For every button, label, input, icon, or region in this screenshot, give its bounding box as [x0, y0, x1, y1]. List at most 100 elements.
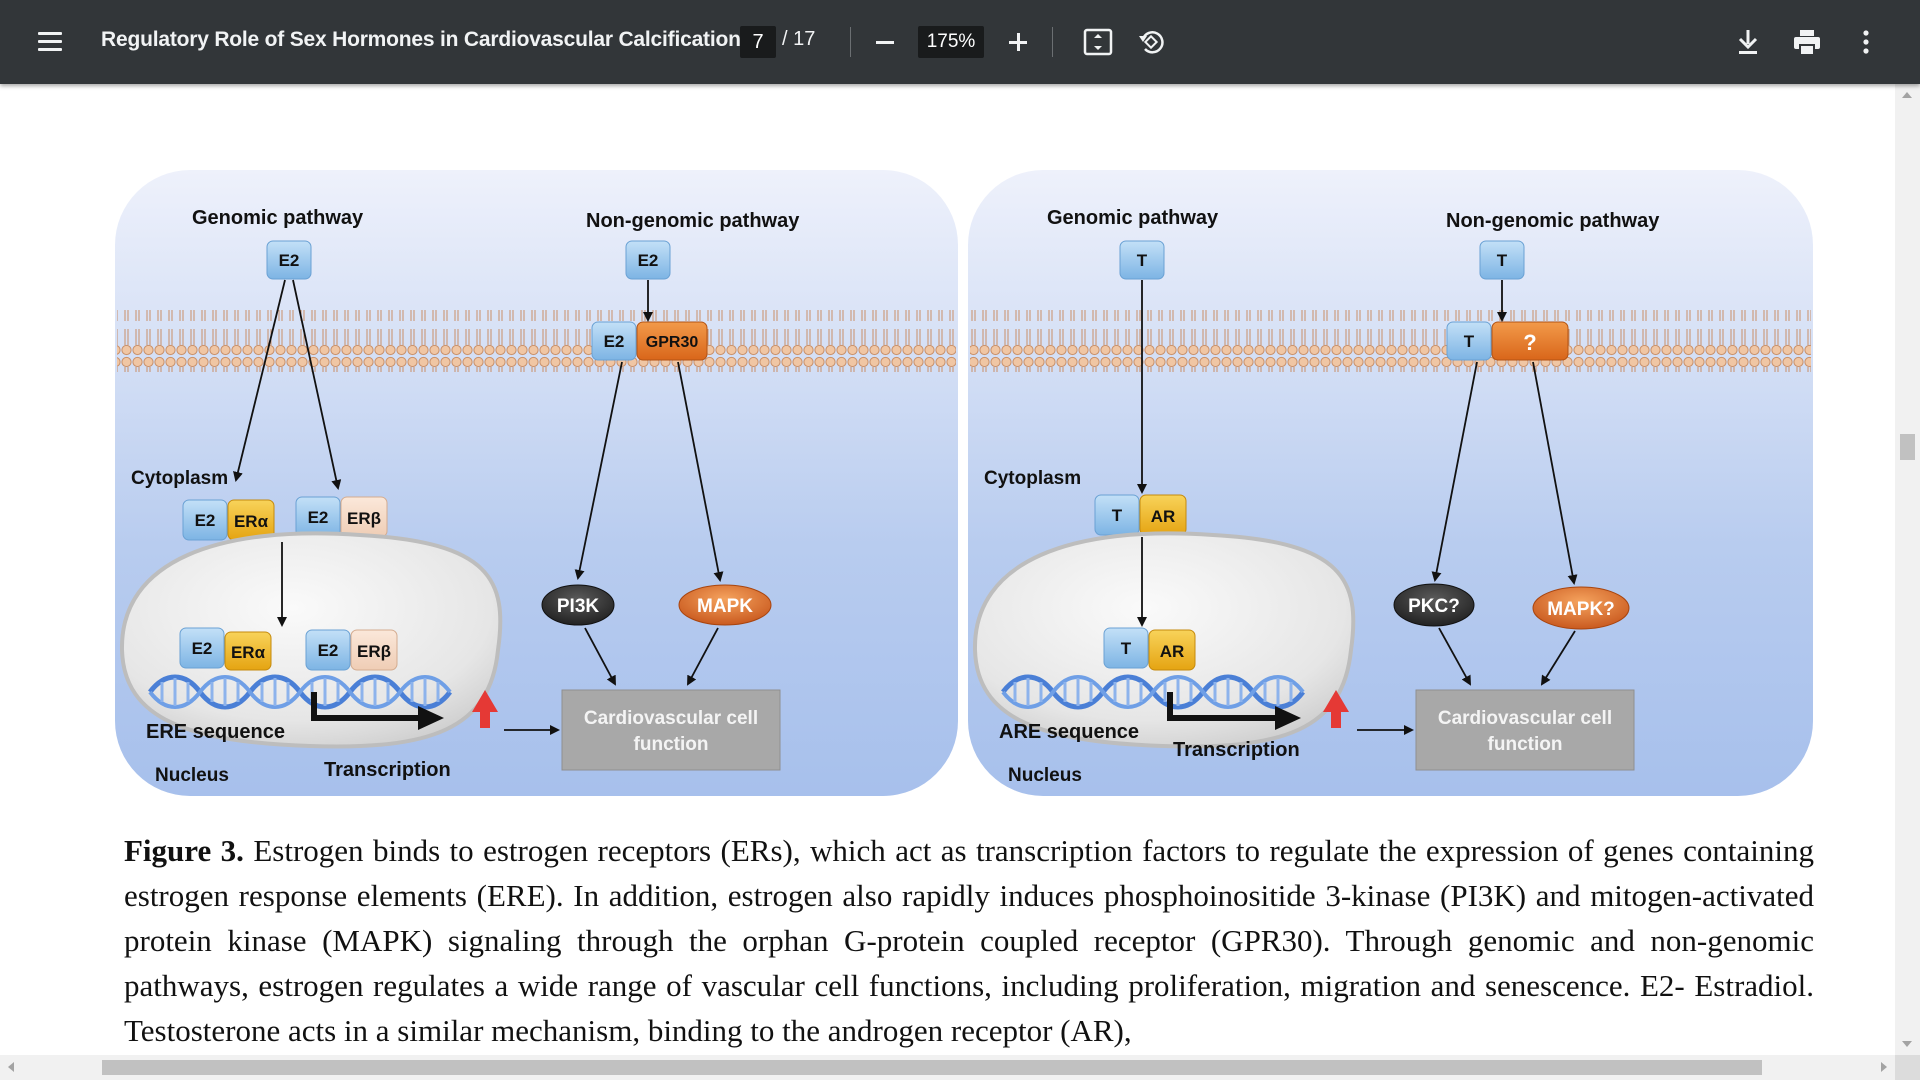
zoom-in-icon[interactable] [1003, 26, 1033, 58]
cytoplasm-label: Cytoplasm [984, 468, 1081, 489]
transcription-arrow-head [1275, 706, 1301, 730]
ar-label: AR [1151, 507, 1176, 526]
genomic-pathway-title: Genomic pathway [1047, 207, 1219, 229]
non-genomic-pathway-title: Non-genomic pathway [586, 210, 800, 232]
document-title: Regulatory Role of Sex Hormones in Cardi… [101, 28, 741, 51]
ar-receptor [1148, 629, 1196, 671]
er-alpha-label: ERα [234, 512, 269, 531]
dna-helix-graphic [1001, 674, 1305, 710]
transcription-arrow [1167, 692, 1277, 721]
gpr30-label: GPR30 [646, 334, 699, 351]
pkc-kinase [1393, 583, 1475, 627]
mapk-kinase [1532, 586, 1630, 630]
t-label: T [1497, 251, 1508, 270]
vertical-scrollbar[interactable] [1895, 84, 1920, 1055]
pi3k-label: PI3K [557, 596, 600, 617]
pdf-toolbar: Regulatory Role of Sex Hormones in Cardi… [0, 0, 1920, 84]
e2-hormone-box [179, 627, 225, 669]
more-vert-icon[interactable] [1862, 30, 1870, 54]
figure-caption-label: Figure 3. [124, 833, 244, 868]
download-icon[interactable] [1736, 28, 1760, 56]
mapk-label: MAPK [697, 596, 753, 617]
nucleus-label: Nucleus [155, 765, 229, 786]
cardiovascular-function-box [1415, 689, 1635, 771]
zoom-level-input[interactable]: 175% [918, 26, 984, 58]
figure-caption: Figure 3. Estrogen binds to estrogen rec… [124, 828, 1814, 1053]
e2-hormone-box [591, 321, 637, 361]
outcome-label-line2: function [1488, 734, 1563, 755]
nucleus-label: Nucleus [1008, 765, 1082, 786]
e2-hormone-box [266, 240, 312, 280]
e2-hormone-box [182, 499, 228, 541]
unknown-membrane-receptor [1491, 321, 1569, 361]
cell-membrane [970, 310, 1811, 372]
dna-helix-graphic [148, 674, 452, 710]
pathway-arrows [1137, 280, 1578, 735]
scroll-down-arrow-icon[interactable] [1902, 1041, 1912, 1047]
cardiovascular-function-box [561, 689, 781, 771]
outcome-label-line1: Cardiovascular cell [584, 708, 758, 729]
t-hormone-box [1103, 627, 1149, 669]
scrollbar-corner [1895, 1055, 1920, 1080]
gpr30-receptor [636, 321, 708, 361]
menu-icon[interactable] [34, 28, 66, 56]
estrogen-panel: Genomic pathway Non-genomic pathway E2 E… [115, 170, 958, 796]
zoom-out-icon[interactable] [870, 26, 900, 58]
rotate-icon[interactable] [1136, 27, 1166, 57]
t-label: T [1121, 639, 1132, 658]
transcription-arrow-head [418, 706, 444, 730]
e2-hormone-box [305, 629, 351, 671]
upregulation-arrow-icon [472, 690, 498, 728]
pathway-arrows [233, 279, 724, 735]
page-number-input[interactable]: 7 [740, 26, 776, 58]
genomic-pathway-title: Genomic pathway [192, 207, 364, 229]
er-alpha-receptor [224, 631, 272, 671]
t-hormone-box [1119, 240, 1165, 280]
print-icon[interactable] [1793, 30, 1821, 56]
pkc-label: PKC? [1408, 596, 1460, 617]
er-beta-receptor [350, 629, 398, 671]
transcription-label: Transcription [1173, 739, 1300, 761]
t-label: T [1464, 332, 1475, 351]
are-sequence-label: ARE sequence [999, 721, 1139, 743]
scroll-up-arrow-icon[interactable] [1902, 92, 1912, 98]
outcome-label-line1: Cardiovascular cell [1438, 708, 1612, 729]
toolbar-divider [850, 27, 851, 57]
t-label: T [1137, 251, 1148, 270]
mapk-kinase [678, 584, 772, 626]
er-alpha-label: ERα [231, 643, 266, 662]
scroll-left-arrow-icon[interactable] [8, 1062, 14, 1072]
ar-label: AR [1160, 642, 1185, 661]
pdf-page: Genomic pathway Non-genomic pathway E2 E… [0, 84, 1895, 1055]
e2-label: E2 [318, 641, 339, 660]
t-hormone-box [1479, 240, 1525, 280]
vertical-scroll-thumb[interactable] [1900, 434, 1915, 460]
horizontal-scrollbar[interactable] [0, 1055, 1895, 1080]
er-beta-label: ERβ [347, 509, 381, 528]
t-label: T [1112, 506, 1123, 525]
pi3k-kinase [541, 584, 615, 626]
transcription-arrow [311, 692, 420, 721]
outcome-label-line2: function [634, 734, 709, 755]
ere-sequence-label: ERE sequence [146, 721, 285, 743]
figure-3-diagram: Genomic pathway Non-genomic pathway E2 E… [110, 170, 1820, 800]
e2-label: E2 [195, 511, 216, 530]
er-beta-label: ERβ [357, 642, 391, 661]
figure-caption-text: Estrogen binds to estrogen receptors (ER… [124, 833, 1814, 1048]
mapk-label: MAPK? [1547, 599, 1615, 620]
unknown-receptor-label: ? [1523, 330, 1536, 355]
transcription-label: Transcription [324, 759, 451, 781]
cell-membrane [117, 310, 956, 372]
t-hormone-box [1446, 321, 1492, 361]
horizontal-scroll-thumb[interactable] [102, 1060, 1762, 1075]
toolbar-divider [1052, 27, 1053, 57]
fit-page-icon[interactable] [1083, 28, 1113, 56]
e2-hormone-box [625, 240, 671, 280]
cytoplasm-label: Cytoplasm [131, 468, 228, 489]
e2-label: E2 [192, 639, 213, 658]
testosterone-panel: Genomic pathway Non-genomic pathway T T … [968, 170, 1813, 796]
e2-label: E2 [279, 251, 300, 270]
non-genomic-pathway-title: Non-genomic pathway [1446, 210, 1660, 232]
scroll-right-arrow-icon[interactable] [1881, 1062, 1887, 1072]
e2-label: E2 [604, 332, 625, 351]
